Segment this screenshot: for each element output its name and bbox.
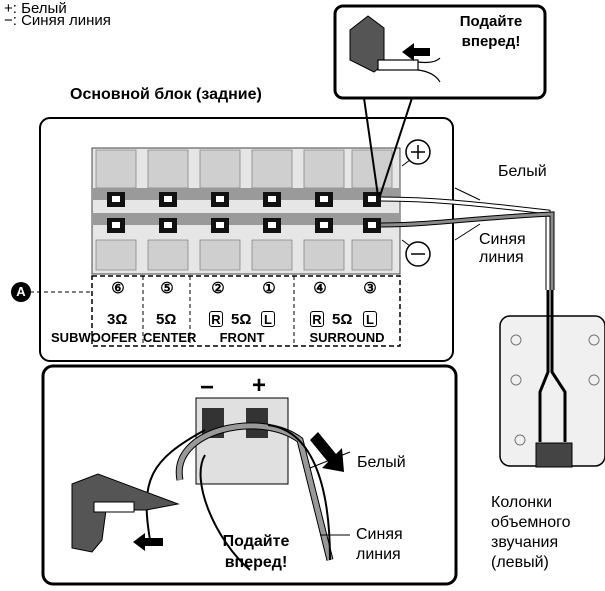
group-center: CENTER [143,330,197,345]
speaker-caption: Колонки объемного звучания (левый) [491,494,571,571]
legend-blue: −: Синяя линия [4,12,111,29]
front-l-badge: L [261,311,275,327]
detail-plus: + [252,372,267,399]
callout-top-box [333,4,547,100]
impedance-surround: 5Ω [332,311,353,328]
terminal-number: ③ [363,280,377,297]
impedance-center: 5Ω [156,311,177,328]
terminal-block [91,147,401,275]
label-box [91,275,401,347]
legend-white: +: Белый [4,0,67,17]
arrow-up-icon [310,432,344,472]
callout-top-text: Подайте вперед! [459,13,523,50]
terminal-number: ⑥ [111,280,125,297]
group-front: FRONT [219,330,265,345]
terminal-number: ② [211,280,225,297]
arrow-left-bottom-icon [133,533,163,551]
band-upper [92,188,400,200]
terminal-number: ① [262,280,276,297]
band-lower [92,213,400,225]
marker-a [11,282,31,302]
surround-l-badge: L [363,311,377,327]
impedance-sub: 3Ω [107,311,128,328]
callout-bottom-text: Подайте вперед! [222,533,290,571]
group-subwoofer: SUBWOOFER [51,330,137,345]
wire-white-label: Белый [498,163,547,180]
marker-a-label: A [16,284,26,299]
group-surround: SURROUND [309,330,385,345]
terminal-number: ⑤ [160,280,174,297]
detail-minus: − [200,374,215,401]
terminal-number: ④ [313,280,327,297]
arrow-left-top-icon [402,43,430,61]
speaker-terminal [535,442,573,468]
wire-blue-label: Синяя линия [479,231,526,266]
front-r-badge: R [209,311,223,327]
impedance-front: 5Ω [231,311,252,328]
surround-r-badge: R [310,311,324,327]
unit-title: Основной блок (задние) [70,86,262,103]
detail-wire-blue: Синяя линия [356,526,403,563]
detail-wire-white: Белый [357,454,406,471]
